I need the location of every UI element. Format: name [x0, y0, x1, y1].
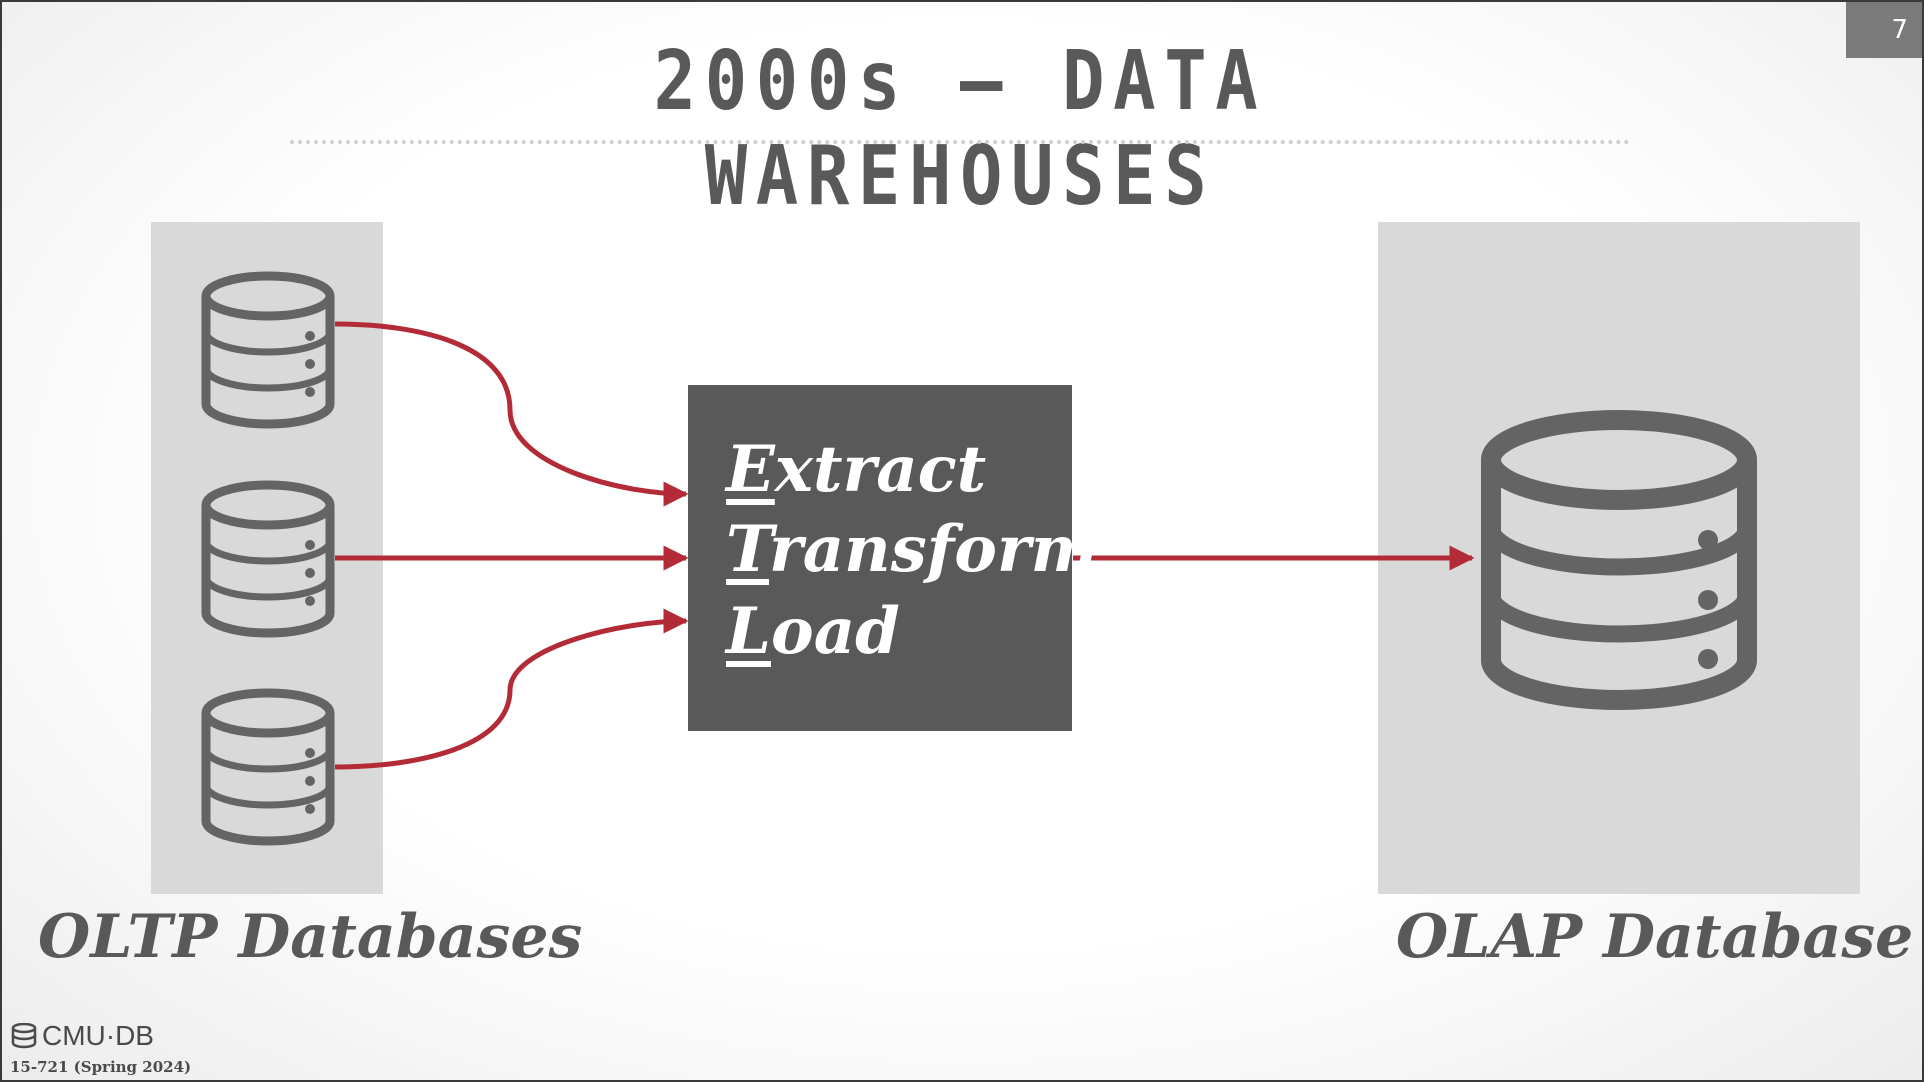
- olap-database-icon: [1481, 410, 1757, 710]
- footer-logo: CMU·DB: [10, 1020, 154, 1052]
- etl-transform-line: Transform: [726, 512, 1098, 587]
- etl-extract-line: Extract: [726, 432, 986, 507]
- etl-extract-rest: xtract: [774, 432, 987, 507]
- etl-box: [688, 385, 1072, 731]
- oltp-database-icon-1: [206, 276, 330, 424]
- olap-label: OLAP Database: [1396, 902, 1914, 972]
- etl-load-initial: L: [726, 594, 771, 669]
- logo-text: CMU·DB: [42, 1020, 154, 1051]
- oltp-database-icon-3: [206, 693, 330, 841]
- title-divider: [290, 140, 1630, 144]
- database-logo-icon: [11, 1023, 37, 1049]
- arrow-db1-to-etl: [334, 321, 689, 507]
- etl-extract-initial: E: [726, 432, 775, 507]
- etl-load-rest: oad: [771, 594, 900, 669]
- etl-load-line: Load: [726, 594, 900, 669]
- etl-transform-rest: ransform: [768, 512, 1099, 587]
- etl-transform-initial: T: [726, 512, 769, 587]
- oltp-database-icon-2: [206, 485, 330, 633]
- course-label: 15-721 (Spring 2024): [10, 1058, 192, 1076]
- arrow-db3-to-etl: [334, 608, 689, 770]
- slide-title: 2000s – DATA WAREHOUSES: [653, 34, 1267, 224]
- oltp-label: OLTP Databases: [38, 902, 583, 972]
- page-number: 7: [1846, 2, 1922, 58]
